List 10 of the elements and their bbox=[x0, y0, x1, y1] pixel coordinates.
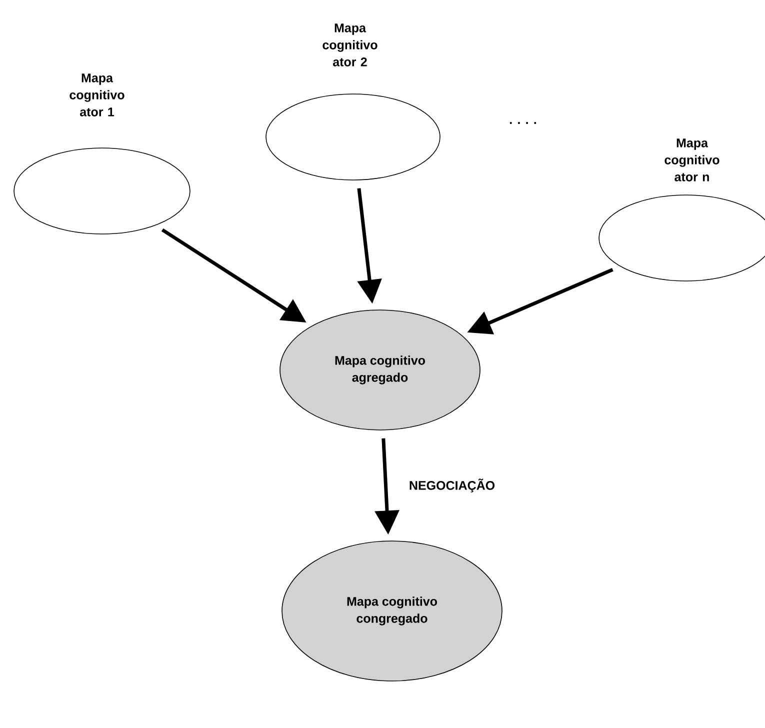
ellipse-node: Mapa cognitivo ator n bbox=[598, 138, 765, 282]
ellipse-node: Mapa cognitivo ator 1 bbox=[14, 74, 190, 234]
node-label: Mapa cognitivo ator n bbox=[664, 138, 720, 182]
ellipse-node: Mapa cognitivo congregado bbox=[282, 540, 502, 682]
edge-label: NEGOCIAÇÃO bbox=[410, 478, 495, 492]
ellipse-node: Mapa cognitivo agregado bbox=[280, 310, 480, 430]
ellipse-node: Mapa cognitivo ator 2 bbox=[266, 24, 440, 180]
node-label: Mapa cognitivo ator 2 bbox=[322, 24, 378, 66]
ellipsis-label: . . . . bbox=[510, 122, 536, 124]
node-label: Mapa cognitivo ator 1 bbox=[70, 74, 124, 116]
